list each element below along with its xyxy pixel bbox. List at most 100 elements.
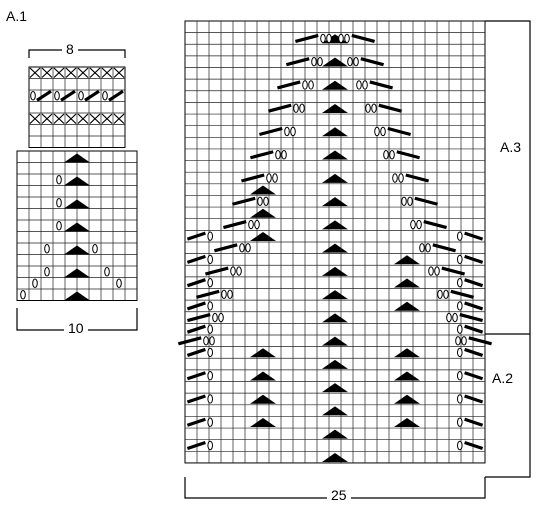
yarn-over-symbol <box>365 103 371 113</box>
yarn-over-symbol <box>446 312 452 323</box>
decrease-symbol <box>250 185 276 195</box>
cable-symbol <box>387 126 412 137</box>
yarn-over-symbol <box>311 57 317 67</box>
yarn-over-symbol <box>326 33 332 44</box>
yarn-over-symbol <box>212 312 218 323</box>
yarn-over-symbol <box>207 347 213 358</box>
cable-symbol <box>186 324 206 334</box>
cable-symbol <box>464 231 484 241</box>
chart-main-grid <box>177 20 493 464</box>
cable-symbol <box>464 278 484 288</box>
cable-symbol <box>450 289 475 299</box>
cable-symbol <box>285 57 310 67</box>
yarn-over-symbol <box>457 347 463 358</box>
main-lines <box>185 21 485 463</box>
yarn-over-symbol <box>207 231 213 241</box>
cable-symbol <box>186 371 206 381</box>
chart-a1-top-width: 8 <box>62 41 78 57</box>
cable-symbol <box>240 173 265 183</box>
yarn-over-symbol <box>428 266 434 276</box>
cable-symbol <box>249 150 274 160</box>
yarn-over-symbol <box>227 289 233 300</box>
yarn-over-symbol <box>32 278 38 288</box>
section-a2-label: A.2 <box>492 370 514 386</box>
yarn-over-symbol <box>407 196 413 206</box>
chart-main-bottom-width: 25 <box>327 487 351 503</box>
yarn-over-symbol <box>207 254 213 265</box>
decrease-symbol <box>394 301 420 311</box>
a1-upper-lines <box>29 67 125 148</box>
yarn-over-symbol <box>338 33 344 44</box>
cross-symbol <box>29 67 41 78</box>
decrease-symbol <box>322 57 348 67</box>
cable-symbol <box>186 417 206 427</box>
decrease-symbol <box>322 104 348 114</box>
decrease-symbol <box>322 406 348 416</box>
yarn-over-symbol <box>434 266 440 276</box>
yarn-over-symbol <box>20 290 26 300</box>
yarn-over-symbol <box>410 219 416 230</box>
cable-symbol <box>405 173 430 183</box>
cable-symbol <box>351 33 376 43</box>
yarn-over-symbol <box>374 126 380 137</box>
cable-symbol <box>464 347 484 357</box>
cross-symbol <box>41 67 53 78</box>
decrease-symbol <box>322 150 348 160</box>
cable-symbol <box>186 301 206 311</box>
decrease-symbol <box>394 278 420 288</box>
cross-symbol <box>101 67 113 78</box>
chart-a1-grid <box>16 66 138 301</box>
decrease-symbol <box>394 255 420 265</box>
yarn-over-symbol <box>275 150 281 160</box>
yarn-over-symbol <box>263 196 269 206</box>
yarn-over-symbol <box>425 243 431 253</box>
cross-symbol <box>41 113 53 124</box>
decrease-symbol <box>322 173 348 183</box>
decrease-symbol <box>322 220 348 230</box>
yarn-over-symbol <box>30 91 36 101</box>
yarn-over-symbol <box>56 175 62 185</box>
decrease-symbol <box>322 80 348 90</box>
cable-symbol <box>441 266 466 276</box>
yarn-over-symbol <box>437 289 443 300</box>
yarn-over-symbol <box>389 150 395 160</box>
cable-symbol <box>186 394 206 404</box>
yarn-over-symbol <box>239 243 245 253</box>
yarn-over-symbol <box>78 91 84 101</box>
yarn-over-symbol <box>44 244 50 254</box>
yarn-over-symbol <box>248 219 254 230</box>
decrease-symbol <box>322 243 348 253</box>
cross-symbol <box>89 67 101 78</box>
decrease-symbol <box>250 348 276 358</box>
cable-symbol <box>195 289 220 299</box>
decrease-symbol <box>322 336 348 346</box>
cable-symbol <box>464 301 484 311</box>
cable-symbol <box>369 80 394 90</box>
yarn-over-symbol <box>230 266 236 276</box>
cable-symbol <box>464 394 484 404</box>
yarn-over-symbol <box>344 33 350 44</box>
yarn-over-symbol <box>207 277 213 288</box>
yarn-over-symbol <box>347 57 353 67</box>
yarn-over-symbol <box>308 80 314 90</box>
yarn-over-symbol <box>353 57 359 67</box>
chart-a1-title: A.1 <box>6 8 28 24</box>
yarn-over-symbol <box>457 301 463 311</box>
yarn-over-symbol <box>207 417 213 427</box>
cable-symbol <box>276 80 301 90</box>
decrease-symbol <box>394 348 420 358</box>
yarn-over-symbol <box>457 440 463 451</box>
cable-symbol <box>60 89 76 102</box>
cable-symbol <box>423 219 448 230</box>
decrease-symbol <box>322 266 348 276</box>
yarn-over-symbol <box>320 33 326 44</box>
yarn-over-symbol <box>236 266 242 276</box>
yarn-over-symbol <box>457 277 463 288</box>
section-a3-label: A.3 <box>500 139 522 155</box>
chart-a1-bottom-width: 10 <box>64 320 88 336</box>
decrease-symbol <box>64 291 90 301</box>
cable-symbol <box>177 336 202 346</box>
decrease-symbol <box>250 418 276 428</box>
yarn-over-symbol <box>207 371 213 381</box>
